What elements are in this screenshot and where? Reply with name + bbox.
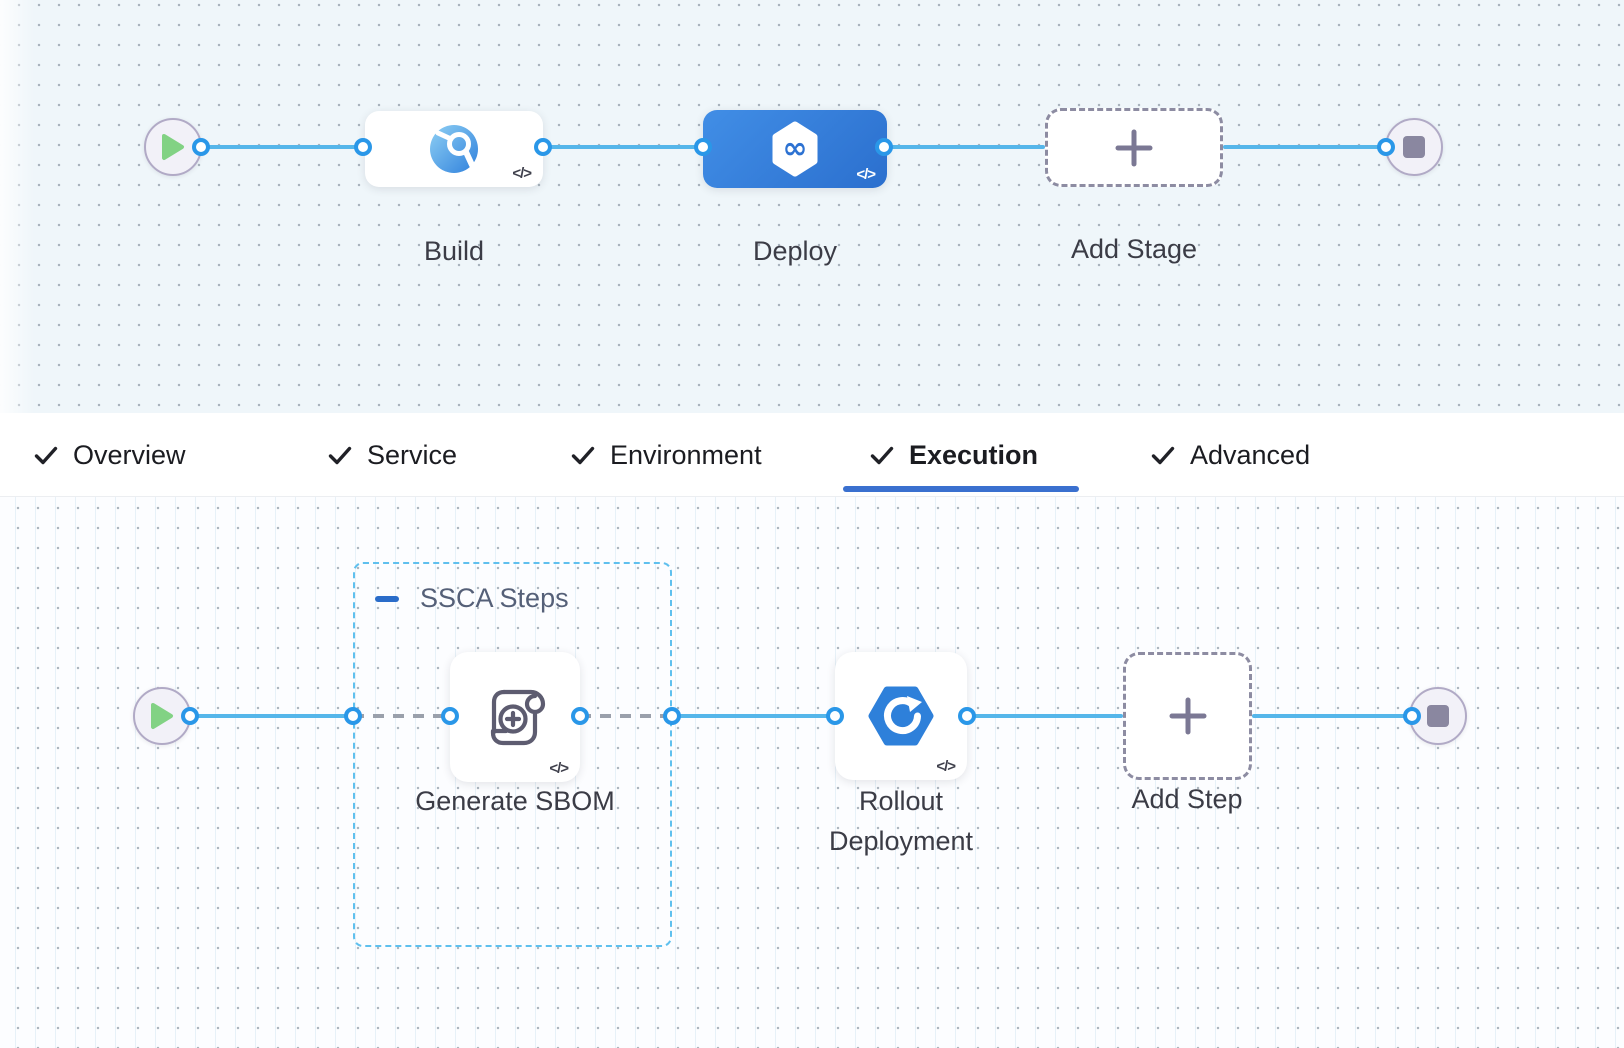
code-badge: </> bbox=[936, 758, 956, 775]
code-badge: </> bbox=[856, 166, 876, 183]
port[interactable] bbox=[181, 707, 199, 725]
add-step-button[interactable] bbox=[1123, 652, 1252, 780]
tab-label: Execution bbox=[909, 439, 1039, 470]
check-icon bbox=[870, 446, 894, 464]
port[interactable] bbox=[1377, 138, 1395, 156]
stop-icon bbox=[1427, 705, 1449, 727]
port[interactable] bbox=[958, 707, 976, 725]
plus-icon bbox=[1169, 697, 1206, 735]
tab-label: Environment bbox=[610, 439, 762, 470]
execution-start-node[interactable] bbox=[133, 687, 191, 745]
port[interactable] bbox=[192, 138, 210, 156]
stage-label-add-stage: Add Stage bbox=[1070, 234, 1198, 264]
tab-overview[interactable]: Overview bbox=[34, 413, 186, 497]
check-icon bbox=[34, 446, 58, 464]
code-badge: </> bbox=[512, 165, 532, 182]
step-node-generate-sbom[interactable]: </> bbox=[450, 652, 580, 782]
step-label-generate-sbom: Generate SBOM bbox=[415, 786, 615, 816]
stage-label-build: Build bbox=[423, 236, 485, 266]
check-icon bbox=[1151, 446, 1175, 464]
canvas-edge-fade bbox=[0, 0, 34, 413]
plus-icon bbox=[1115, 129, 1153, 166]
step-group-label: SSCA Steps bbox=[420, 583, 569, 613]
stage-node-build[interactable]: </> bbox=[365, 111, 543, 187]
port[interactable] bbox=[663, 707, 681, 725]
step-group-header: SSCA Steps bbox=[375, 583, 569, 614]
step-label-rollout-deployment: Rollout Deployment bbox=[828, 786, 974, 856]
port[interactable] bbox=[875, 138, 893, 156]
execution-steps-canvas[interactable] bbox=[0, 497, 1624, 1048]
port[interactable] bbox=[826, 707, 844, 725]
connector-rollout-addstep bbox=[967, 714, 1123, 718]
stage-node-deploy[interactable]: ∞ </> bbox=[703, 110, 887, 188]
stage-label-deploy: Deploy bbox=[752, 236, 838, 266]
play-icon bbox=[151, 703, 173, 729]
connector-addstage-end bbox=[1223, 145, 1386, 149]
port[interactable] bbox=[1403, 707, 1421, 725]
connector-deploy-addstage bbox=[884, 145, 1045, 149]
tab-service[interactable]: Service bbox=[328, 413, 457, 497]
code-badge: </> bbox=[549, 760, 569, 777]
connector-build-deploy bbox=[543, 145, 703, 149]
port[interactable] bbox=[694, 138, 712, 156]
rollout-icon bbox=[868, 686, 934, 746]
tab-label: Service bbox=[367, 439, 458, 470]
tab-execution[interactable]: Execution bbox=[870, 413, 1038, 497]
connector-group-sbom-dashed bbox=[353, 714, 450, 718]
stage-pipeline-canvas[interactable] bbox=[0, 0, 1624, 413]
connector-sbom-group-dashed bbox=[580, 714, 672, 718]
stage-tab-bar: Overview Service Environment Execution A… bbox=[0, 413, 1624, 497]
tab-advanced[interactable]: Advanced bbox=[1151, 413, 1310, 497]
tab-environment[interactable]: Environment bbox=[571, 413, 762, 497]
check-icon bbox=[571, 446, 595, 464]
step-label-add-step: Add Step bbox=[1131, 784, 1243, 814]
sbom-scroll-icon bbox=[490, 689, 546, 746]
add-stage-button[interactable] bbox=[1045, 108, 1223, 187]
port[interactable] bbox=[534, 138, 552, 156]
stop-icon bbox=[1403, 136, 1425, 158]
port[interactable] bbox=[354, 138, 372, 156]
collapse-minus-icon[interactable] bbox=[375, 595, 399, 602]
connector-start-group bbox=[190, 714, 353, 718]
check-icon bbox=[328, 446, 352, 464]
svg-text:∞: ∞ bbox=[783, 131, 808, 166]
connector-start-build bbox=[201, 145, 365, 149]
step-node-rollout-deployment[interactable]: </> bbox=[835, 652, 967, 780]
tab-label: Overview bbox=[73, 439, 186, 470]
port[interactable] bbox=[344, 707, 362, 725]
connector-addstep-end bbox=[1252, 714, 1412, 718]
port[interactable] bbox=[441, 707, 459, 725]
deploy-cd-icon: ∞ bbox=[772, 121, 818, 177]
port[interactable] bbox=[571, 707, 589, 725]
connector-group-rollout bbox=[672, 714, 835, 718]
active-tab-underline bbox=[843, 486, 1079, 492]
play-icon bbox=[162, 134, 184, 160]
build-ci-icon bbox=[430, 125, 478, 173]
step-group-ssca bbox=[353, 562, 672, 947]
tab-label: Advanced bbox=[1190, 439, 1311, 470]
